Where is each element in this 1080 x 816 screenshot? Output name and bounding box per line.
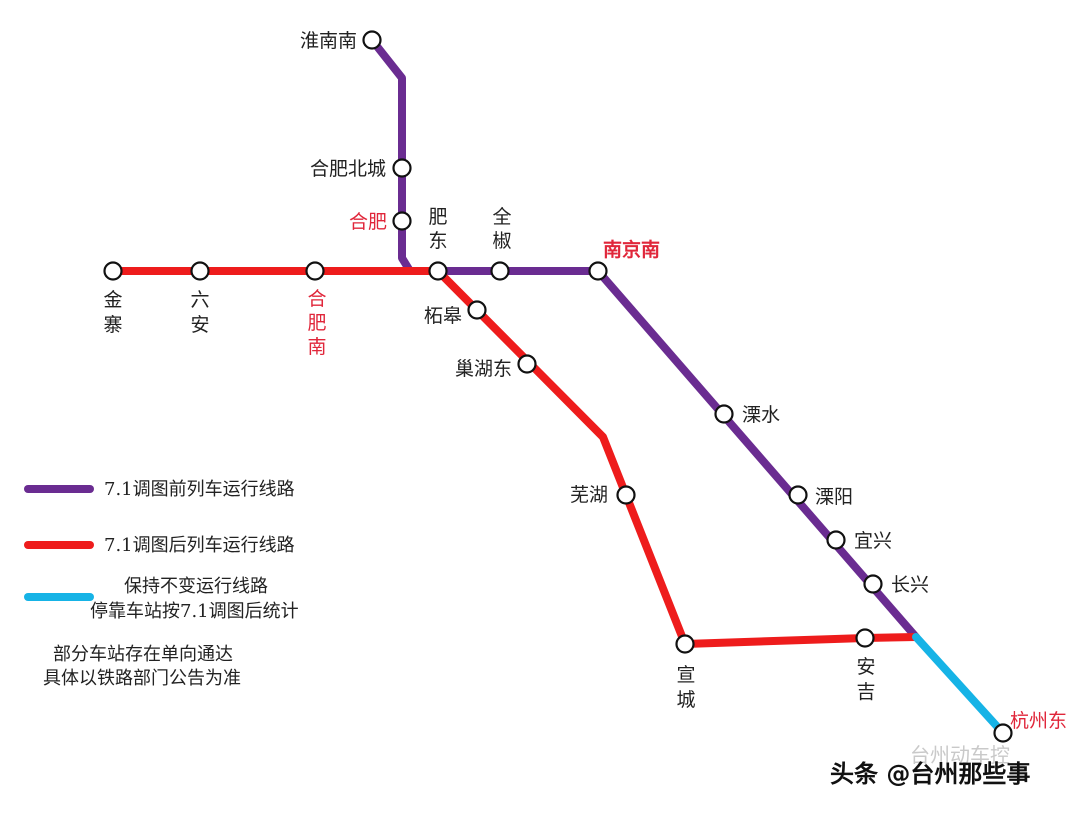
watermark-text: 头条 @台州那些事 bbox=[830, 760, 1030, 788]
station-marker-hefei[interactable] bbox=[392, 211, 412, 231]
note-line-1: 部分车站存在单向通达 bbox=[53, 644, 233, 665]
label-xuan-cheng: 宣城 bbox=[676, 664, 695, 711]
label-hefei-nan: 合肥南 bbox=[307, 288, 326, 358]
label-li-yang: 溧阳 bbox=[815, 486, 853, 508]
label-quan-jiao: 全椒 bbox=[492, 206, 511, 252]
station-marker-fei-dong[interactable] bbox=[428, 261, 448, 281]
station-marker-chaohu-dong[interactable] bbox=[517, 354, 537, 374]
before-line-huainan-nanjing bbox=[368, 36, 602, 275]
station-marker-li-shui[interactable] bbox=[714, 404, 734, 424]
legend-label-after: 7.1调图后列车运行线路 bbox=[104, 535, 295, 556]
legend: 7.1调图前列车运行线路 7.1调图后列车运行线路 保持不变运行线路 停靠车站按… bbox=[24, 479, 299, 622]
station-labels: 淮南南 合肥北城 合肥 南京南 柘皋 巢湖东 溧水 溧阳 宜兴 长兴 芜湖 杭州… bbox=[103, 30, 1067, 732]
station-marker-nanjing-nan[interactable] bbox=[588, 261, 608, 281]
station-marker-an-ji[interactable] bbox=[855, 628, 875, 648]
station-marker-wu-hu[interactable] bbox=[616, 485, 636, 505]
station-marker-xuan-cheng[interactable] bbox=[675, 634, 695, 654]
station-marker-zhe-gao[interactable] bbox=[467, 300, 487, 320]
station-marker-hangzhou-dong[interactable] bbox=[993, 723, 1013, 743]
label-chang-xing: 长兴 bbox=[891, 574, 929, 596]
station-marker-quan-jiao[interactable] bbox=[490, 261, 510, 281]
label-hefei-beicheng: 合肥北城 bbox=[310, 158, 386, 180]
watermark-faint-text: 台州动车控 bbox=[910, 743, 1010, 767]
label-fei-dong: 肥东 bbox=[428, 206, 447, 252]
unchanged-line-changxing-hangzhou bbox=[912, 633, 1007, 737]
before-line-nanjing-changxing bbox=[594, 267, 920, 641]
label-yi-xing: 宜兴 bbox=[854, 530, 892, 552]
station-marker-li-yang[interactable] bbox=[788, 485, 808, 505]
label-chaohu-dong: 巢湖东 bbox=[455, 358, 512, 380]
label-hefei: 合肥 bbox=[349, 211, 387, 233]
label-wu-hu: 芜湖 bbox=[570, 484, 608, 506]
station-marker-hefei-beicheng[interactable] bbox=[392, 158, 412, 178]
label-hangzhou-dong: 杭州东 bbox=[1010, 710, 1067, 732]
station-marker-lu-an[interactable] bbox=[190, 261, 210, 281]
label-zhe-gao: 柘皋 bbox=[424, 305, 462, 327]
note: 部分车站存在单向通达 具体以铁路部门公告为准 bbox=[43, 644, 241, 689]
label-an-ji: 安吉 bbox=[856, 656, 875, 703]
station-marker-huainan-nan[interactable] bbox=[362, 30, 382, 50]
station-markers bbox=[103, 30, 1013, 743]
label-jin-zhai: 金寨 bbox=[103, 289, 122, 336]
label-li-shui: 溧水 bbox=[742, 404, 780, 426]
station-marker-chang-xing[interactable] bbox=[863, 574, 883, 594]
station-marker-jin-zhai[interactable] bbox=[103, 261, 123, 281]
label-lu-an: 六安 bbox=[190, 289, 209, 336]
note-line-2: 具体以铁路部门公告为准 bbox=[43, 668, 241, 689]
legend-label-unchanged-1: 保持不变运行线路 bbox=[124, 576, 268, 597]
label-huainan-nan: 淮南南 bbox=[300, 30, 357, 52]
legend-label-unchanged-2: 停靠车站按7.1调图后统计 bbox=[90, 601, 299, 622]
watermark: 台州动车控 头条 @台州那些事 bbox=[830, 743, 1030, 788]
route-lines bbox=[109, 36, 1007, 737]
legend-label-before: 7.1调图前列车运行线路 bbox=[104, 479, 295, 500]
station-marker-yi-xing[interactable] bbox=[826, 530, 846, 550]
after-line-feidong-anji bbox=[434, 267, 920, 648]
station-marker-hefei-nan[interactable] bbox=[305, 261, 325, 281]
label-nanjing-nan: 南京南 bbox=[603, 238, 660, 261]
